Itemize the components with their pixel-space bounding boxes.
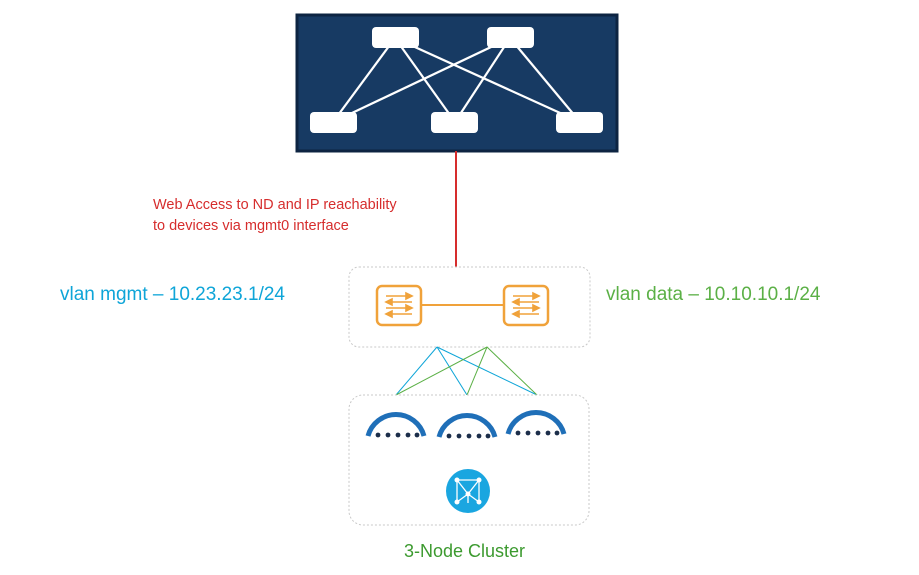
web-access-line-2: to devices via mgmt0 interface — [153, 218, 349, 234]
web-access-line-1: Web Access to ND and IP reachability — [153, 197, 397, 213]
mgmt-links — [395, 346, 538, 396]
leaf-switch-3 — [556, 112, 603, 133]
data-links — [395, 346, 538, 396]
switch-left-icon — [375, 284, 423, 327]
switch-right-icon — [502, 284, 550, 327]
cluster-box — [348, 394, 590, 526]
fabric-icon — [295, 13, 619, 153]
cluster-label: 3-Node Cluster — [404, 541, 526, 561]
spine-switch-1 — [372, 27, 419, 48]
data-vlan-label: vlan data – 10.10.10.1/24 — [606, 284, 821, 305]
mgmt-vlan-label: vlan mgmt – 10.23.23.1/24 — [60, 284, 285, 305]
leaf-switch-2 — [431, 112, 478, 133]
spine-switch-2 — [487, 27, 534, 48]
node-3-icon — [505, 410, 567, 436]
node-2-icon — [436, 413, 498, 439]
web-access-annotation: Web Access to ND and IP reachability to … — [153, 195, 397, 237]
node-1-icon — [365, 412, 427, 438]
leaf-switch-1 — [310, 112, 357, 133]
nexus-dashboard-app-icon — [446, 469, 490, 513]
